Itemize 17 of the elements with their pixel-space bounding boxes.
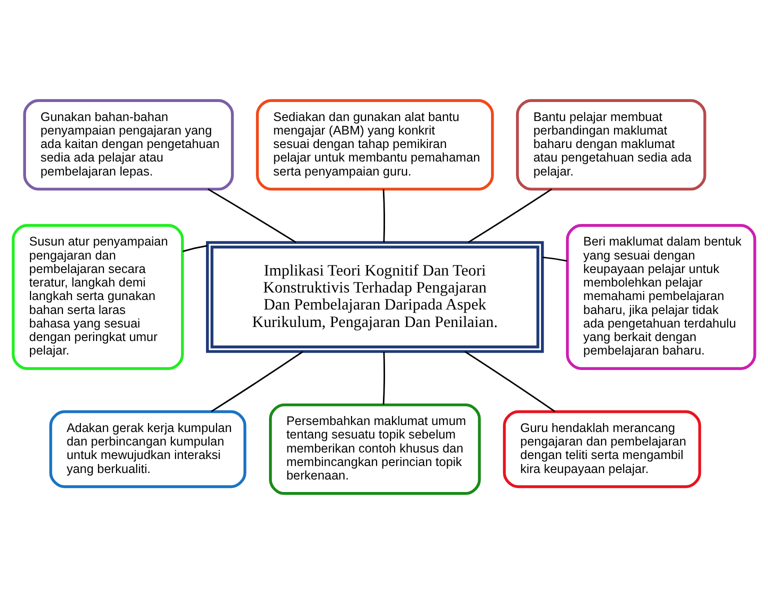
node-box: Beri maklumat dalam bentuk yang sesuai dengan keupayaan pelajar untuk membolehkan pelajar memahami pembelajaran baharu, jika pelajar tidak ada pengetahuan terdahulu yang berkait dengan pembelajaran baharu.	[566, 224, 756, 370]
node-box: Guru hendaklah merancang pengajaran dan pembelajaran dengan teliti serta mengambil kira keupayaan pelajar.	[502, 410, 702, 488]
node-box: Gunakan bahan-bahan penyampaian pengajaran yang ada kaitan dengan pengetahuan sedia ada pelajar atau pembelajaran lepas.	[23, 99, 234, 191]
connector	[382, 352, 386, 405]
connector	[182, 245, 208, 252]
node-box: Implikasi Teori Kognitif Dan Teori Konstruktivis Terhadap Pengajaran Dan Pembelajaran Daripada Aspek Kurikulum, Pengajaran Dan Penilaian.	[206, 241, 544, 353]
connector	[208, 188, 296, 243]
node-box: Adakan gerak kerja kumpulan dan perbincangan kumpulan untuk mewujudkan interaksi yang berkualiti.	[49, 410, 246, 488]
connector	[210, 351, 304, 412]
connector	[382, 189, 386, 243]
node-box: Susun atur penyampaian pengajaran dan pembelajaran secara teratur, langkah demi langkah serta gunakan bahan serta laras bahasa yang sesuai dengan peringkat umur pelajar.	[12, 224, 184, 370]
node-box: Persembahkan maklumat umum tentang sesuatu topik sebelum memberikan contoh khusus dan membincangkan perincian topik berkenaan.	[269, 403, 481, 495]
node-box: Bantu pelajar membuat perbandingan maklumat baharu dengan maklumat atau pengetahuan sedia ada pelajar.	[516, 99, 706, 191]
node-box: Sediakan dan gunakan alat bantu mengajar (ABM) yang konkrit sesuai dengan tahap pemikiran pelajar untuk membantu pemahaman serta penyampaian guru.	[256, 99, 494, 191]
connector	[464, 351, 556, 412]
connector	[468, 188, 552, 243]
connector	[542, 256, 568, 262]
